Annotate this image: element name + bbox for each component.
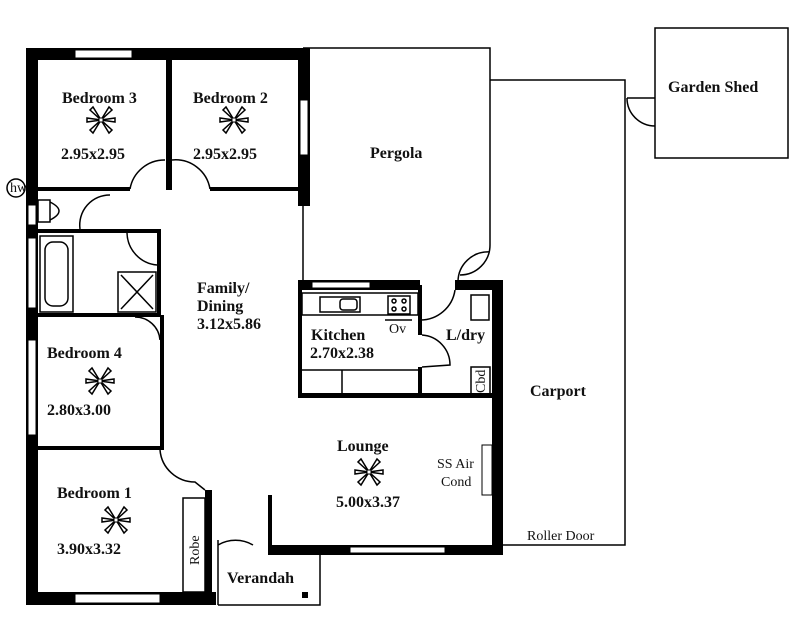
- kitchen-fixtures: [182, 292, 491, 593]
- carport-outline: [490, 79, 626, 546]
- bedroom3-label: Bedroom 3: [62, 90, 137, 107]
- hot-water-unit: [6, 178, 26, 198]
- family-size: 3.12x5.86: [197, 316, 261, 333]
- bedroom4-label: Bedroom 4: [47, 345, 122, 362]
- lounge-size: 5.00x3.37: [336, 494, 400, 511]
- doors: [78, 159, 456, 606]
- pergola-door: [457, 244, 491, 283]
- bedroom2-label: Bedroom 2: [193, 90, 268, 107]
- bedroom1-label: Bedroom 1: [57, 485, 132, 502]
- roller-door-label: Roller Door: [527, 529, 595, 544]
- pergola-outline: [302, 47, 491, 280]
- ceiling-fan-icon: [85, 367, 115, 395]
- walls: [26, 48, 503, 605]
- bedroom1-size: 3.90x3.32: [57, 541, 121, 558]
- ceiling-fan-icon: [101, 506, 131, 534]
- family-label-line2: Dining: [197, 298, 243, 315]
- verandah-label: Verandah: [227, 570, 294, 587]
- oven-label: Ov: [389, 322, 406, 337]
- verandah-post: [302, 592, 308, 598]
- kitchen-size: 2.70x2.38: [310, 345, 374, 362]
- air-cond-label-line1: SS Air: [437, 457, 474, 472]
- bedroom3-size: 2.95x2.95: [61, 146, 125, 163]
- pergola-label: Pergola: [370, 145, 422, 162]
- laundry-label: L/dry: [446, 327, 485, 344]
- family-label-line1: Family/: [197, 280, 250, 297]
- ceiling-fan-icon: [86, 106, 116, 134]
- garden-shed-label: Garden Shed: [668, 79, 758, 96]
- air-cond-label-line2: Cond: [441, 475, 471, 490]
- cupboard-label: Cbd: [474, 370, 489, 393]
- hot-water-label: hw: [10, 181, 28, 196]
- garden-shed-outline: [654, 27, 789, 159]
- garden-shed-door: [626, 97, 656, 127]
- carport-label: Carport: [530, 383, 587, 400]
- kitchen-label: Kitchen: [311, 327, 365, 344]
- bedroom2-size: 2.95x2.95: [193, 146, 257, 163]
- bedroom4-size: 2.80x3.00: [47, 402, 111, 419]
- ceiling-fan-icon: [354, 458, 384, 486]
- ceiling-fan-icon: [219, 106, 249, 134]
- lounge-label: Lounge: [337, 438, 389, 455]
- bathroom-fixtures: [37, 199, 157, 313]
- robe-label: Robe: [188, 535, 203, 565]
